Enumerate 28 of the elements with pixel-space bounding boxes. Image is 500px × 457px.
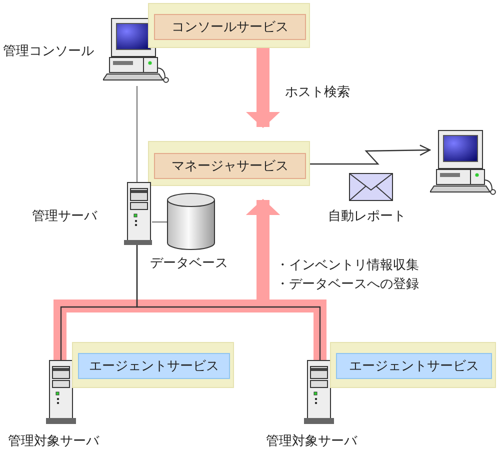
edge-label: ホスト検索	[285, 85, 350, 101]
edge-label: 自動レポート	[328, 209, 406, 225]
node-caption: 管理サーバ	[32, 209, 97, 225]
service-panel	[148, 141, 310, 186]
server-drawing	[304, 360, 334, 424]
service-panel	[330, 342, 496, 388]
network-line	[136, 86, 138, 182]
flow-arrow	[246, 48, 280, 128]
node-caption: データベース	[150, 256, 228, 272]
service-panel	[72, 342, 234, 388]
node-caption: 管理対象サーバ	[8, 434, 99, 450]
service-panel	[148, 3, 310, 48]
service-box: マネージャサービス	[154, 153, 306, 179]
network-line	[152, 221, 167, 223]
network-line	[136, 245, 321, 360]
flow-arrow	[246, 199, 326, 360]
service-box: コンソールサービス	[154, 14, 306, 40]
service-box: エージェントサービス	[78, 353, 230, 379]
database-cylinder	[167, 193, 215, 251]
computer-drawing	[430, 130, 496, 198]
note-text: ・データベースへの登録	[276, 277, 419, 293]
node-caption: 管理対象サーバ	[266, 434, 357, 450]
node-caption: 管理コンソール	[3, 44, 94, 60]
service-box: エージェントサービス	[336, 353, 492, 379]
note-text: ・インベントリ情報収集	[276, 258, 419, 274]
server-drawing	[124, 182, 152, 245]
server-drawing	[46, 360, 76, 424]
connector-arrow	[310, 144, 431, 165]
